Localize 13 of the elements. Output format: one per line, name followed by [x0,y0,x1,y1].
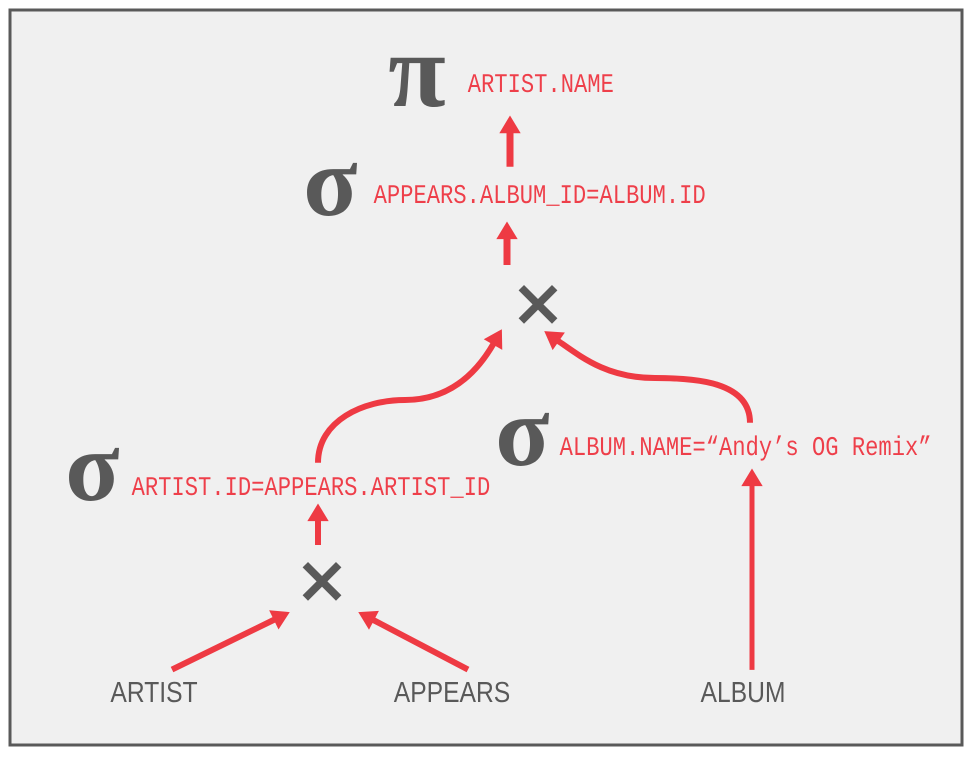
condition-text: ARTIST.NAME [468,74,613,92]
operator-symbol: σ [69,448,120,501]
times-symbol: × [302,562,342,601]
operator-symbol: π [390,58,445,107]
operator-symbol: σ [499,412,550,466]
times-symbol: × [518,284,558,324]
table-name: APPEARS [394,682,510,702]
condition-text: ARTIST.ID=APPEARS.ARTIST_ID [132,476,490,498]
condition-text: ALBUM.NAME=“Andy’s OG Remix” [560,435,930,461]
table-name: ALBUM [700,682,784,702]
table-name: ARTIST [110,682,198,702]
operator-symbol: σ [307,162,358,216]
condition-text: APPEARS.ALBUM_ID=ALBUM.ID [374,184,705,206]
